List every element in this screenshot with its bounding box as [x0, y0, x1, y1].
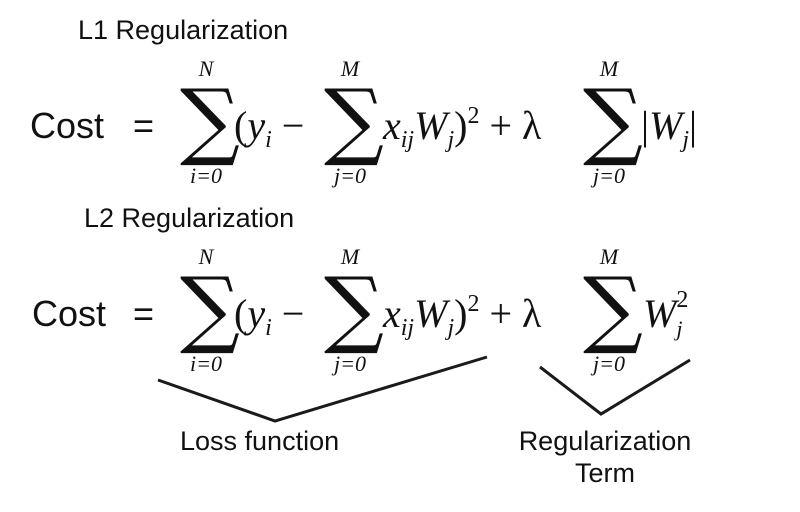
- y-subscript: i: [265, 315, 272, 341]
- minus-sign: −: [281, 291, 305, 336]
- inner-sum-lower-limit: j=0: [334, 351, 366, 376]
- feature-x: x: [383, 291, 401, 336]
- weight-w: W: [414, 103, 448, 148]
- outer-sum-symbol: ∑: [180, 259, 240, 357]
- x-subscript: ij: [400, 315, 415, 341]
- target-y: y: [247, 291, 266, 336]
- weight-w: W: [649, 103, 683, 148]
- abs-bar-left: |: [641, 103, 650, 148]
- reg-sum-lower-limit: j=0: [593, 351, 625, 376]
- x-subscript: ij: [400, 127, 415, 153]
- regularization-term-line1: Regularization: [518, 426, 692, 456]
- outer-sum-symbol: ∑: [180, 71, 240, 169]
- reg-sum-upper-limit: M: [599, 56, 619, 81]
- square-exponent: 2: [467, 291, 480, 317]
- outer-sum-upper-limit: N: [198, 244, 214, 269]
- w-subscript: j: [447, 315, 455, 341]
- l1-heading: L1 Regularization: [78, 15, 289, 45]
- minus-sign: −: [281, 103, 305, 148]
- equals-sign: =: [133, 293, 155, 334]
- inner-sum-symbol: ∑: [324, 71, 384, 169]
- outer-sum-upper-limit: N: [198, 56, 214, 81]
- w-subscript: j: [682, 127, 690, 153]
- outer-sum-lower-limit: i=0: [190, 163, 222, 188]
- square-exponent: 2: [676, 287, 689, 313]
- open-paren: (: [234, 291, 248, 336]
- residual-open: (yi −: [234, 291, 305, 341]
- weight-w: W: [414, 291, 448, 336]
- l1-penalty-term: |Wj|: [641, 103, 698, 153]
- reg-sum-symbol: ∑: [583, 259, 643, 357]
- cost-label: Cost: [30, 105, 105, 146]
- reg-sum-symbol: ∑: [583, 71, 643, 169]
- close-paren: ): [454, 291, 468, 336]
- inner-sum-upper-limit: M: [340, 56, 360, 81]
- regularization-term-line2: Term: [575, 458, 635, 489]
- prediction-term: xijWj)2 + λ: [383, 103, 542, 152]
- regularization-term-label: Regularization Term: [505, 425, 705, 490]
- square-exponent: 2: [467, 103, 480, 129]
- cost-label: Cost: [32, 293, 107, 334]
- weight-w: W: [643, 291, 677, 336]
- inner-sum-symbol: ∑: [324, 259, 384, 357]
- regularization-brace: [539, 358, 691, 416]
- open-paren: (: [234, 103, 248, 148]
- close-paren: ): [454, 103, 468, 148]
- w-subscript: j: [447, 127, 455, 153]
- inner-sum-lower-limit: j=0: [334, 163, 366, 188]
- reg-sum-upper-limit: M: [599, 244, 619, 269]
- l2-heading: L2 Regularization: [84, 203, 295, 233]
- reg-sum-lower-limit: j=0: [593, 163, 625, 188]
- w-subscript: j: [676, 316, 683, 341]
- y-subscript: i: [265, 127, 272, 153]
- loss-function-brace: [157, 355, 488, 423]
- equals-sign: =: [133, 105, 155, 146]
- target-y: y: [247, 103, 266, 148]
- residual-open: (yi −: [234, 103, 305, 153]
- abs-bar-right: |: [689, 103, 698, 148]
- loss-function-label: Loss function: [180, 426, 340, 456]
- inner-sum-upper-limit: M: [340, 244, 360, 269]
- plus-lambda: + λ: [489, 103, 542, 148]
- outer-sum-lower-limit: i=0: [190, 351, 222, 376]
- l1-equation: Cost = N ∑ i=0 (yi − M ∑ j=0 xijWj)2 + λ…: [0, 50, 800, 210]
- plus-lambda: + λ: [489, 291, 542, 336]
- prediction-term: xijWj)2 + λ: [383, 291, 542, 340]
- feature-x: x: [383, 103, 401, 148]
- l2-equation: Cost = N ∑ i=0 (yi − M ∑ j=0 xijWj)2 + λ…: [0, 238, 800, 398]
